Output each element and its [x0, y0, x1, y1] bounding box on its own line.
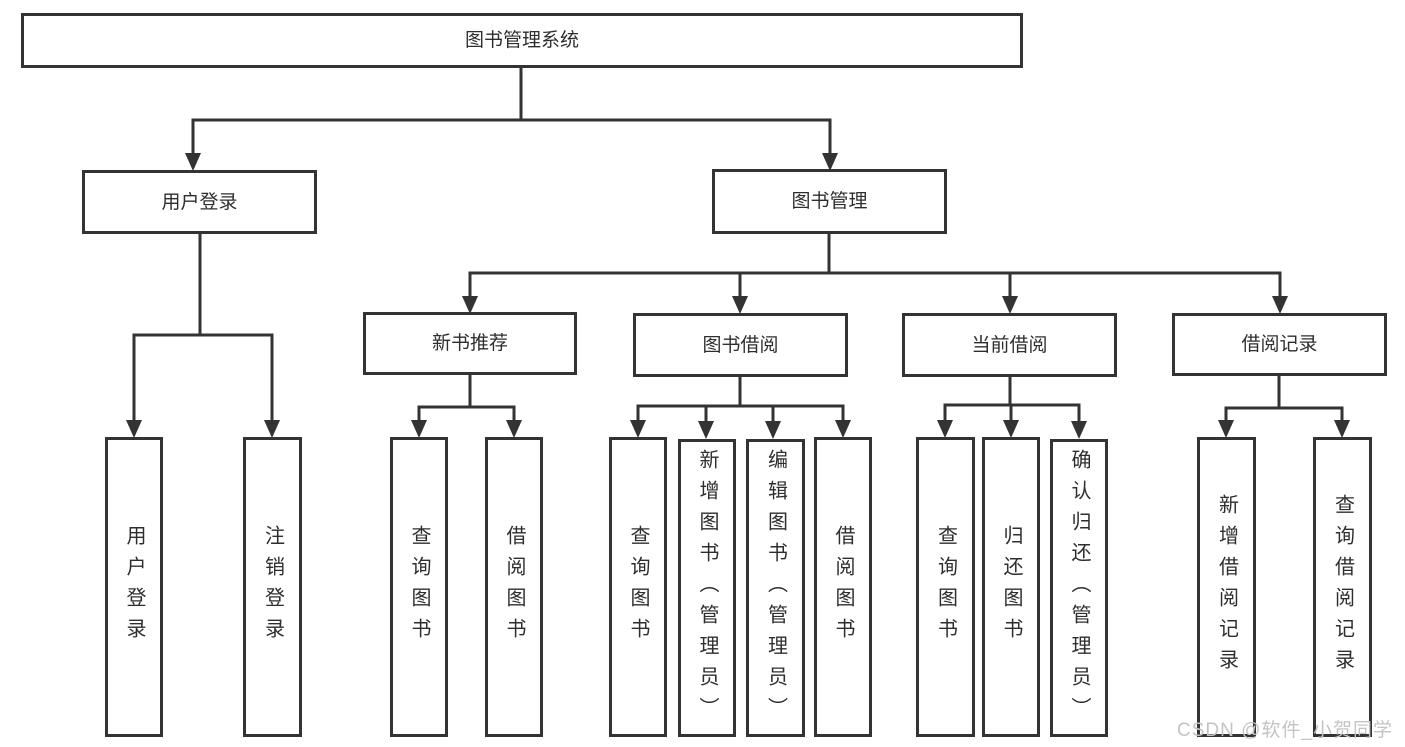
leaf-borrow-add-books-admin: 新增图书（管理员）: [678, 439, 736, 737]
leaf-recommend-query-books: 查询图书: [390, 437, 448, 737]
node-borrow-records: 借阅记录: [1172, 313, 1387, 376]
node-user-login: 用户登录: [82, 170, 317, 234]
leaf-logout-login: 注销登录: [243, 437, 302, 737]
node-book-management: 图书管理: [712, 169, 947, 234]
leaf-borrow-edit-books-admin: 编辑图书（管理员）: [746, 439, 805, 737]
node-root-system: 图书管理系统: [21, 13, 1023, 68]
leaf-borrow-borrow-books: 借阅图书: [814, 437, 872, 737]
node-new-book-recommend: 新书推荐: [363, 312, 577, 375]
arrowheads: [126, 153, 1350, 439]
leaf-borrow-query-books: 查询图书: [609, 437, 667, 737]
leaf-user-login: 用户登录: [105, 437, 163, 737]
leaf-current-return-books: 归还图书: [982, 437, 1040, 737]
node-current-borrow: 当前借阅: [902, 313, 1117, 377]
leaf-current-query-books: 查询图书: [916, 437, 975, 737]
leaf-current-confirm-return-admin: 确认归还（管理员）: [1050, 439, 1108, 737]
leaf-recommend-borrow-books: 借阅图书: [485, 437, 543, 737]
leaf-records-add-record: 新增借阅记录: [1197, 437, 1256, 737]
node-book-borrow: 图书借阅: [633, 313, 848, 377]
leaf-records-query-record: 查询借阅记录: [1313, 437, 1372, 737]
csdn-watermark: CSDN @软件_小贺同学: [1177, 720, 1393, 741]
